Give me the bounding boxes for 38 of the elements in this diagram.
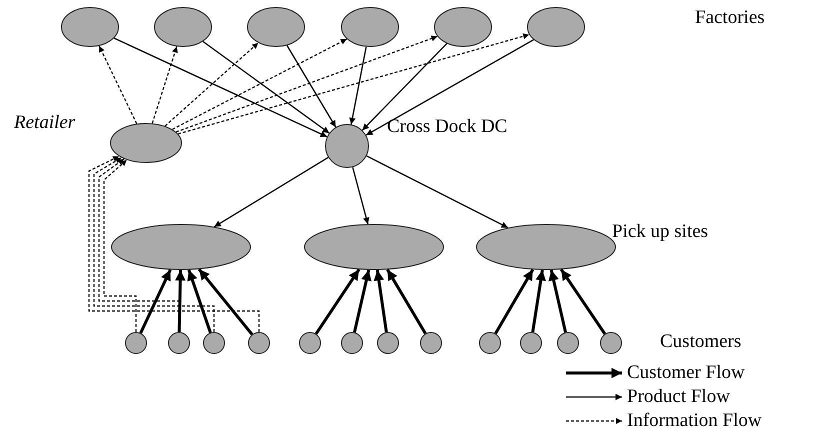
arrow (214, 156, 329, 228)
arrow (362, 43, 448, 131)
arrow (349, 46, 367, 125)
arrow (531, 270, 546, 332)
arrow (352, 167, 370, 224)
arrow (494, 268, 534, 334)
arrow (366, 155, 508, 228)
legend-text: Customer Flow (627, 362, 745, 384)
arrow (114, 38, 328, 138)
arrow (353, 270, 372, 333)
node-label: Cross Dock DC (387, 116, 508, 138)
legend-text: Product Flow (627, 386, 730, 408)
arrow (164, 42, 259, 126)
arrow (286, 45, 336, 128)
arrow (103, 159, 137, 332)
tier-label: Pick up sites (612, 221, 708, 243)
arrow (187, 269, 212, 334)
arrow (152, 46, 178, 124)
arrow (548, 270, 567, 333)
arrow (374, 270, 388, 332)
arrow (139, 269, 172, 334)
arrow (176, 36, 438, 133)
arrow (178, 33, 530, 134)
legend-text: Information Flow (627, 410, 762, 432)
tier-label: Factories (695, 7, 765, 29)
arrow (198, 268, 254, 336)
arrow (386, 268, 427, 334)
arrow (202, 40, 330, 134)
arrow (88, 156, 260, 332)
arrow (172, 38, 348, 130)
arrow (93, 157, 215, 332)
tier-label: Customers (660, 331, 742, 353)
arrow (314, 268, 360, 335)
node-label: Retailer (14, 112, 76, 134)
arrow (175, 270, 186, 332)
arrow (366, 39, 534, 136)
arrow (98, 46, 138, 124)
arrow (560, 268, 606, 335)
